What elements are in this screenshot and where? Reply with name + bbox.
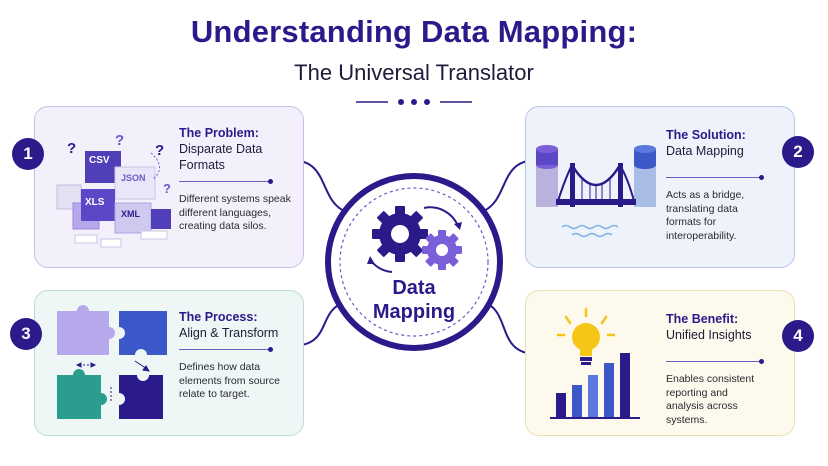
solution-body: Acts as a bridge, translating data forma… [666,189,745,242]
svg-text:?: ? [163,181,171,196]
step-badge-1: 1 [12,138,44,170]
benefit-rule [666,357,784,367]
svg-text:?: ? [115,132,124,149]
bar-chart-icon [550,353,640,419]
title-divider [356,99,472,105]
file-label-xls: XLS [85,197,105,208]
hub-label: Data Mapping [330,276,498,324]
step-badge-3: 3 [10,318,42,350]
file-label-xml: XML [121,209,140,219]
solution-subheading: Data Mapping [666,144,744,158]
card-solution: The Solution: Data Mapping Acts as a bri… [525,106,795,268]
card-benefit: The Benefit: Unified Insights Enables co… [525,290,795,436]
bridge-icon [536,145,656,238]
process-rule [179,345,293,355]
file-formats-cubes-icon: ? ? ? ? [56,132,171,248]
lightbulb-icon [556,307,616,365]
process-body: Defines how data elements from source re… [179,361,280,400]
file-label-json: JSON [121,173,146,183]
svg-text:?: ? [155,142,164,159]
card-process: The Process: Align & Transform Defines h… [34,290,304,436]
step-badge-4: 4 [782,320,814,352]
card-problem: ? ? ? ? CSV JSON XLS XML The Problem: Di… [34,106,304,268]
hub-label-line2: Mapping [372,301,456,323]
gear-icon [367,206,462,273]
page-subtitle: The Universal Translator [294,60,534,85]
process-heading: The Process: [179,310,258,324]
hub-label-line1: Data [392,277,436,299]
benefit-heading: The Benefit: [666,312,739,326]
file-label-csv: CSV [89,155,110,166]
svg-text:?: ? [67,140,76,157]
problem-heading: The Problem: [179,126,259,140]
solution-rule [666,173,784,183]
problem-body: Different systems speak different langua… [179,193,291,232]
problem-rule [179,177,293,187]
step-badge-2: 2 [782,136,814,168]
hub-ring [325,173,503,351]
problem-subheading: Disparate Data Formats [179,142,263,172]
solution-heading: The Solution: [666,128,746,142]
puzzle-icon [57,305,167,419]
page-title: Understanding Data Mapping: [190,14,638,49]
process-subheading: Align & Transform [179,326,279,340]
benefit-body: Enables consistent reporting and analysi… [666,373,755,426]
lightbulb-chart-icon [550,307,640,419]
benefit-subheading: Unified Insights [666,328,752,342]
